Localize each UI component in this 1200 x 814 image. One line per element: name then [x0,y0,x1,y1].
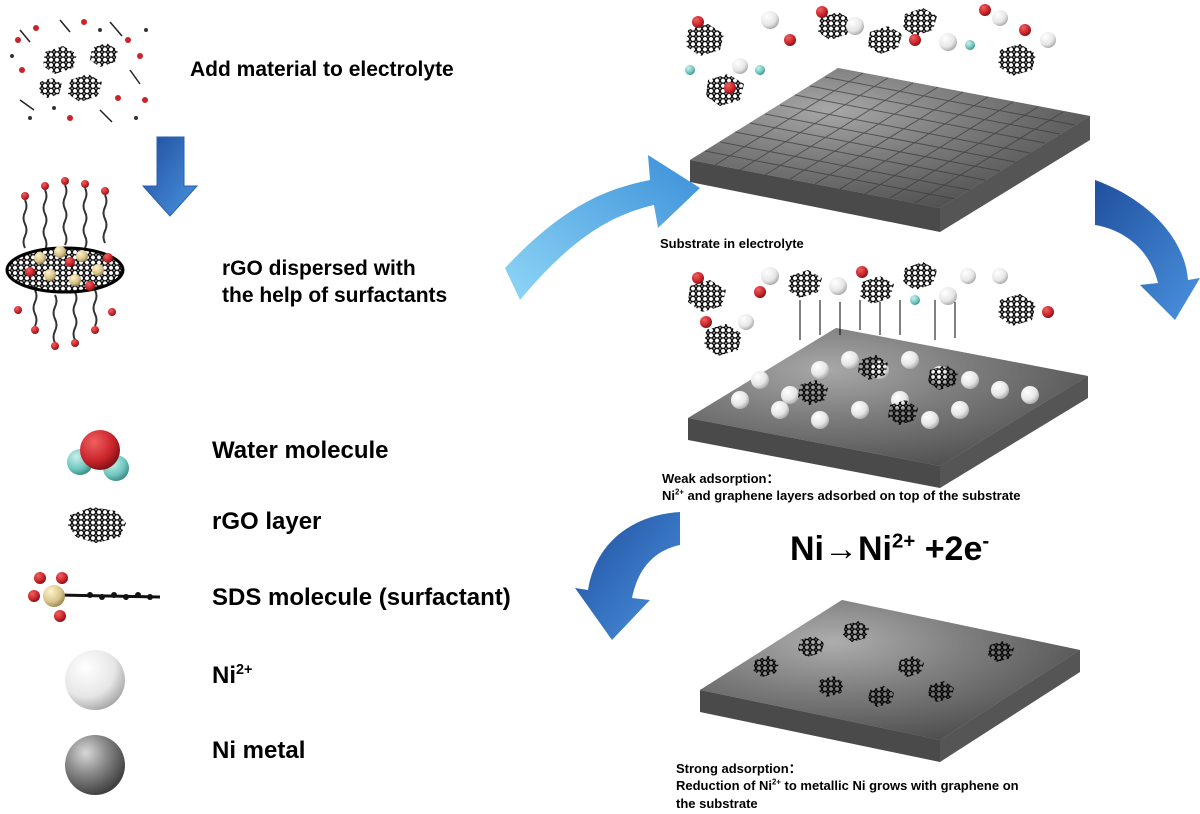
substrate-caption: Substrate in electrolyte [660,236,804,251]
legend-water-label: Water molecule [212,437,389,464]
strong-adsorption-description-line1: Reduction of Ni2+ to metallic Ni grows w… [676,777,1019,793]
legend-rgo-label: rGO layer [212,508,322,535]
down-arrow [141,136,199,217]
weak-adsorption-title: Weak adsorption： [662,471,780,486]
curved-arrow-down-right [1095,180,1200,320]
weak-adsorption-illustration [688,262,1088,488]
strong-adsorption-illustration [700,600,1080,762]
electrolyte-mixture-illustration [10,19,148,123]
step-dispersed-label-line1: rGO dispersed with [222,257,416,280]
ni-ion-icon [65,650,125,710]
water-molecule-icon [67,430,129,481]
weak-adsorption-description: Ni2+ and graphene layers adsorbed on top… [662,487,1021,503]
sds-molecule-icon [28,572,161,622]
curved-arrow-up [505,155,700,300]
rgo-layer-icon [68,507,126,543]
rgo-surfactant-illustration [5,177,125,350]
strong-adsorption-description-line2: the substrate [676,796,758,811]
step-dispersed-label-line2: the help of surfactants [222,284,448,307]
ni-metal-icon [65,735,125,795]
step-add-material-label: Add material to electrolyte [190,58,454,81]
legend-sds-label: SDS molecule (surfactant) [212,584,511,611]
legend-ni-ion-label: Ni2+ [212,662,253,689]
legend-ni-metal-label: Ni metal [212,737,306,764]
strong-adsorption-title: Strong adsorption： [676,761,802,776]
curved-arrow-down-left [575,512,680,640]
oxidation-equation: Ni→Ni2+ +2e- [790,530,990,568]
substrate-in-electrolyte-illustration [685,4,1090,232]
